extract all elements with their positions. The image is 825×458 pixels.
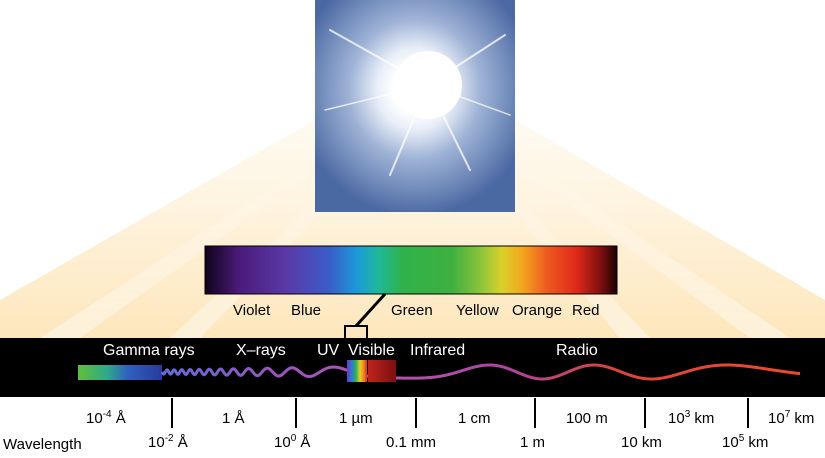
gamma-ray-block: [78, 365, 162, 380]
spectrum-label-green: Green: [391, 302, 433, 319]
sun-disk: [394, 51, 462, 119]
tick-label-1e5-km: 105 km: [722, 433, 769, 452]
band-label-infrared: Infrared: [410, 342, 466, 359]
band-label-visible: Visible: [348, 342, 395, 359]
visible-band-block: [347, 360, 367, 382]
tick-label-1-m: 1 m: [520, 434, 546, 451]
visible-connector: [354, 292, 387, 328]
em-wave: [160, 363, 801, 381]
tick-label-1e-2-angstrom: 10-2 Å: [148, 433, 188, 452]
spectrum-label-red: Red: [572, 302, 600, 319]
spectrum-label-violet: Violet: [233, 302, 271, 319]
tick-label-1-angstrom: 1 Å: [222, 410, 245, 427]
tick-label-1e3-km: 103 km: [668, 409, 715, 428]
axis-title-wavelength: Wavelength: [3, 436, 82, 453]
tick-label-1e-4-angstrom: 10-4 Å: [86, 409, 126, 428]
tick-label-1-cm: 1 cm: [458, 410, 491, 427]
axis-ticks: [171, 398, 749, 428]
tick-label-100-m: 100 m: [566, 410, 608, 427]
band-label-x-rays: X–rays: [236, 342, 286, 359]
spectrum-label-blue: Blue: [291, 302, 322, 319]
tick-label-0-1-mm: 0.1 mm: [386, 434, 437, 451]
band-label-gamma-rays: Gamma rays: [103, 342, 195, 359]
band-label-radio: Radio: [556, 342, 598, 359]
spectrum-label-yellow: Yellow: [456, 302, 499, 319]
infrared-band-block: [368, 360, 396, 382]
visible-spectrum-bar: [204, 245, 618, 295]
band-label-uv: UV: [317, 342, 340, 359]
spectrum-label-orange: Orange: [512, 302, 563, 319]
tick-label-1-micrometer: 1 µm: [339, 410, 373, 427]
tick-label-1e0-angstrom: 100 Å: [274, 433, 311, 452]
tick-label-1e7-km: 107 km: [768, 409, 815, 428]
tick-label-10-km: 10 km: [621, 434, 662, 451]
